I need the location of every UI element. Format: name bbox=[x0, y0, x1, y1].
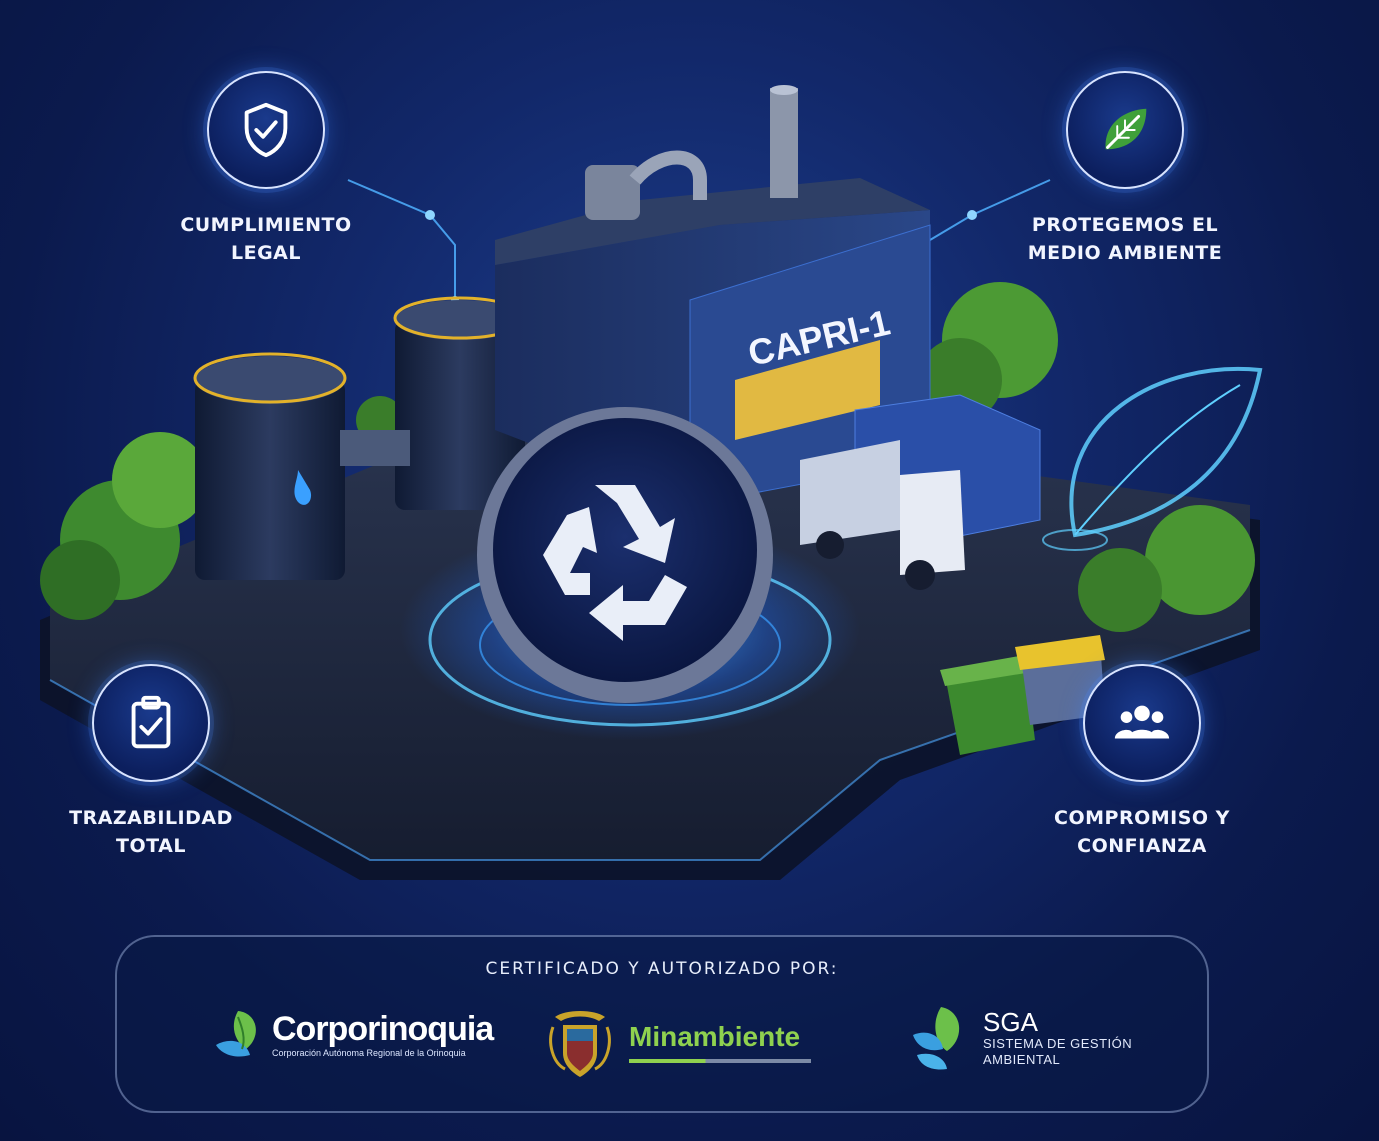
traceability-icon-circle bbox=[92, 664, 210, 782]
feature-environment: PROTEGEMOS EL MEDIO AMBIENTE bbox=[995, 71, 1255, 267]
minambiente-underline bbox=[629, 1059, 811, 1063]
feature-traceability: TRAZABILIDAD TOTAL bbox=[21, 664, 281, 860]
colombia-coat-of-arms-icon bbox=[549, 1011, 611, 1077]
sga-subtitle: SISTEMA DE GESTIÓN AMBIENTAL bbox=[983, 1036, 1133, 1067]
glowing-leaf bbox=[1042, 367, 1263, 551]
delivery-truck bbox=[800, 440, 965, 590]
minambiente-logo: Minambiente bbox=[545, 1003, 811, 1081]
traceability-label: TRAZABILIDAD TOTAL bbox=[69, 807, 233, 857]
legal-icon-circle bbox=[207, 71, 325, 189]
environment-icon-circle bbox=[1066, 71, 1184, 189]
feature-commitment: COMPROMISO Y CONFIANZA bbox=[1012, 664, 1272, 860]
sga-leaves-icon bbox=[913, 1007, 960, 1070]
clipboard-check-icon bbox=[131, 695, 171, 749]
trees bbox=[40, 282, 1255, 632]
people-group-icon bbox=[1114, 705, 1170, 739]
corporinoquia-subtitle: Corporación Autónoma Regional de la Orin… bbox=[272, 1048, 466, 1058]
environment-label: PROTEGEMOS EL MEDIO AMBIENTE bbox=[1027, 214, 1223, 264]
certification-title: CERTIFICADO Y AUTORIZADO POR: bbox=[485, 959, 839, 979]
leaf-icon bbox=[1105, 108, 1147, 150]
recycling-plant-illustration: CAPRI-1 bbox=[40, 85, 1263, 880]
shield-check-icon bbox=[244, 102, 288, 158]
minambiente-name: Minambiente bbox=[629, 1021, 801, 1052]
sga-name: SGA bbox=[983, 1007, 1038, 1037]
corporinoquia-logo: Corporinoquia Corporación Autónoma Regio… bbox=[212, 1003, 494, 1067]
corporinoquia-name: Corporinoquia bbox=[272, 1010, 494, 1048]
feature-legal-compliance: CUMPLIMIENTO LEGAL bbox=[136, 71, 396, 267]
recycling-bins bbox=[940, 635, 1105, 755]
commitment-icon-circle bbox=[1083, 664, 1201, 782]
corporinoquia-leaf-icon bbox=[216, 1011, 256, 1057]
recycle-icon bbox=[543, 485, 687, 641]
commitment-label: COMPROMISO Y CONFIANZA bbox=[1054, 807, 1230, 857]
certification-panel: CERTIFICADO Y AUTORIZADO POR: Corporinoq… bbox=[115, 935, 1209, 1113]
legal-label: CUMPLIMIENTO LEGAL bbox=[180, 214, 352, 264]
storage-tanks bbox=[193, 296, 527, 580]
sga-logo: SGA SISTEMA DE GESTIÓN AMBIENTAL bbox=[907, 1003, 1143, 1073]
